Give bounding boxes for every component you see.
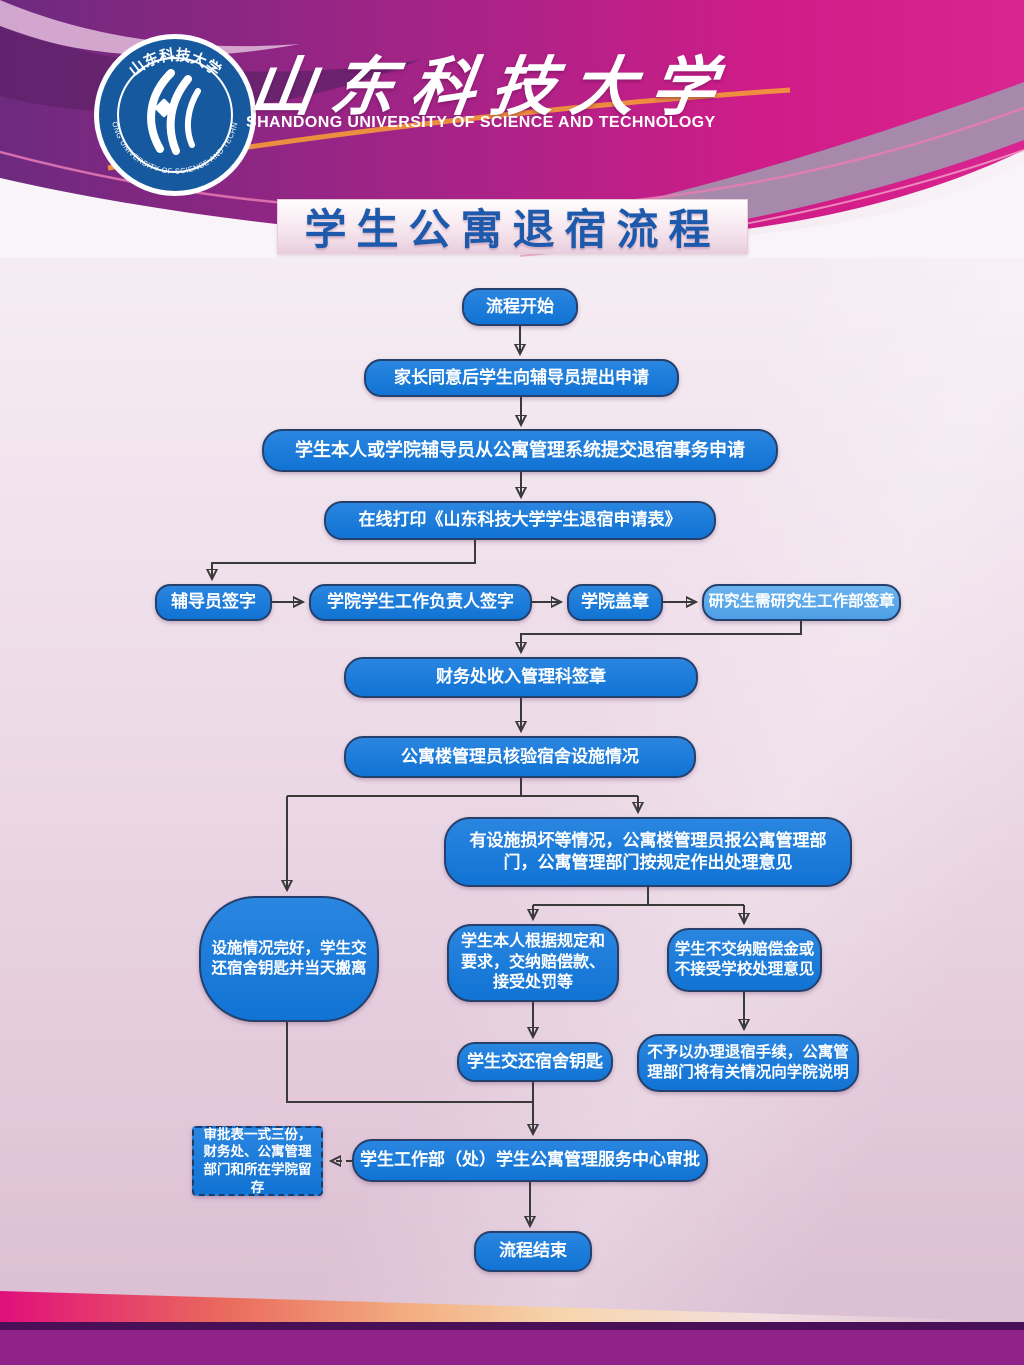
flow-node-facility-damaged: 有设施损坏等情况，公寓楼管理员报公寓管理部门，公寓管理部门按规定作出处理意见 bbox=[444, 817, 852, 887]
flow-node-counselor-sign: 辅导员签字 bbox=[155, 584, 272, 621]
university-logo: 山东科技大学 SHANDONG UNIVERSITY OF SCIENCE AN… bbox=[94, 34, 256, 196]
flow-node-inspect: 公寓楼管理员核验宿舍设施情况 bbox=[344, 736, 696, 778]
flow-node-facility-ok: 设施情况完好，学生交还宿舍钥匙并当天搬离 bbox=[199, 896, 379, 1022]
flow-node-no-checkout: 不予以办理退宿手续，公寓管理部门将有关情况向学院说明 bbox=[637, 1034, 859, 1092]
flow-node-system-apply: 学生本人或学院辅导员从公寓管理系统提交退宿事务申请 bbox=[262, 429, 778, 472]
poster-title-bar: 学生公寓退宿流程 bbox=[277, 199, 748, 254]
flow-node-pay-compensation: 学生本人根据规定和要求，交纳赔偿款、接受处罚等 bbox=[447, 924, 619, 1002]
flow-node-college-seal: 学院盖章 bbox=[567, 584, 663, 621]
flow-node-refuse-pay: 学生不交纳赔偿金或不接受学校处理意见 bbox=[667, 928, 822, 992]
flow-node-start: 流程开始 bbox=[462, 288, 578, 326]
flow-node-approval-note: 审批表一式三份，财务处、公寓管理部门和所在学院留存 bbox=[192, 1126, 323, 1196]
flow-node-college-leader-sign: 学院学生工作负责人签字 bbox=[309, 584, 532, 621]
flow-node-center-approval: 学生工作部（处）学生公寓管理服务中心审批 bbox=[352, 1139, 708, 1182]
footer-purple-band bbox=[0, 1330, 1024, 1365]
flow-node-parent-consent: 家长同意后学生向辅导员提出申请 bbox=[364, 359, 679, 397]
flow-node-finance-seal: 财务处收入管理科签章 bbox=[344, 657, 698, 698]
poster-title: 学生公寓退宿流程 bbox=[304, 206, 721, 253]
university-name-en: SHANDONG UNIVERSITY OF SCIENCE AND TECHN… bbox=[246, 114, 716, 131]
flow-node-return-keys: 学生交还宿舍钥匙 bbox=[457, 1042, 613, 1082]
footer-dark-stripe bbox=[0, 1322, 1024, 1330]
flow-node-end: 流程结束 bbox=[474, 1231, 592, 1272]
flow-node-graduate-seal: 研究生需研究生工作部签章 bbox=[702, 584, 901, 621]
flow-node-print-form: 在线打印《山东科技大学学生退宿申请表》 bbox=[324, 501, 716, 540]
